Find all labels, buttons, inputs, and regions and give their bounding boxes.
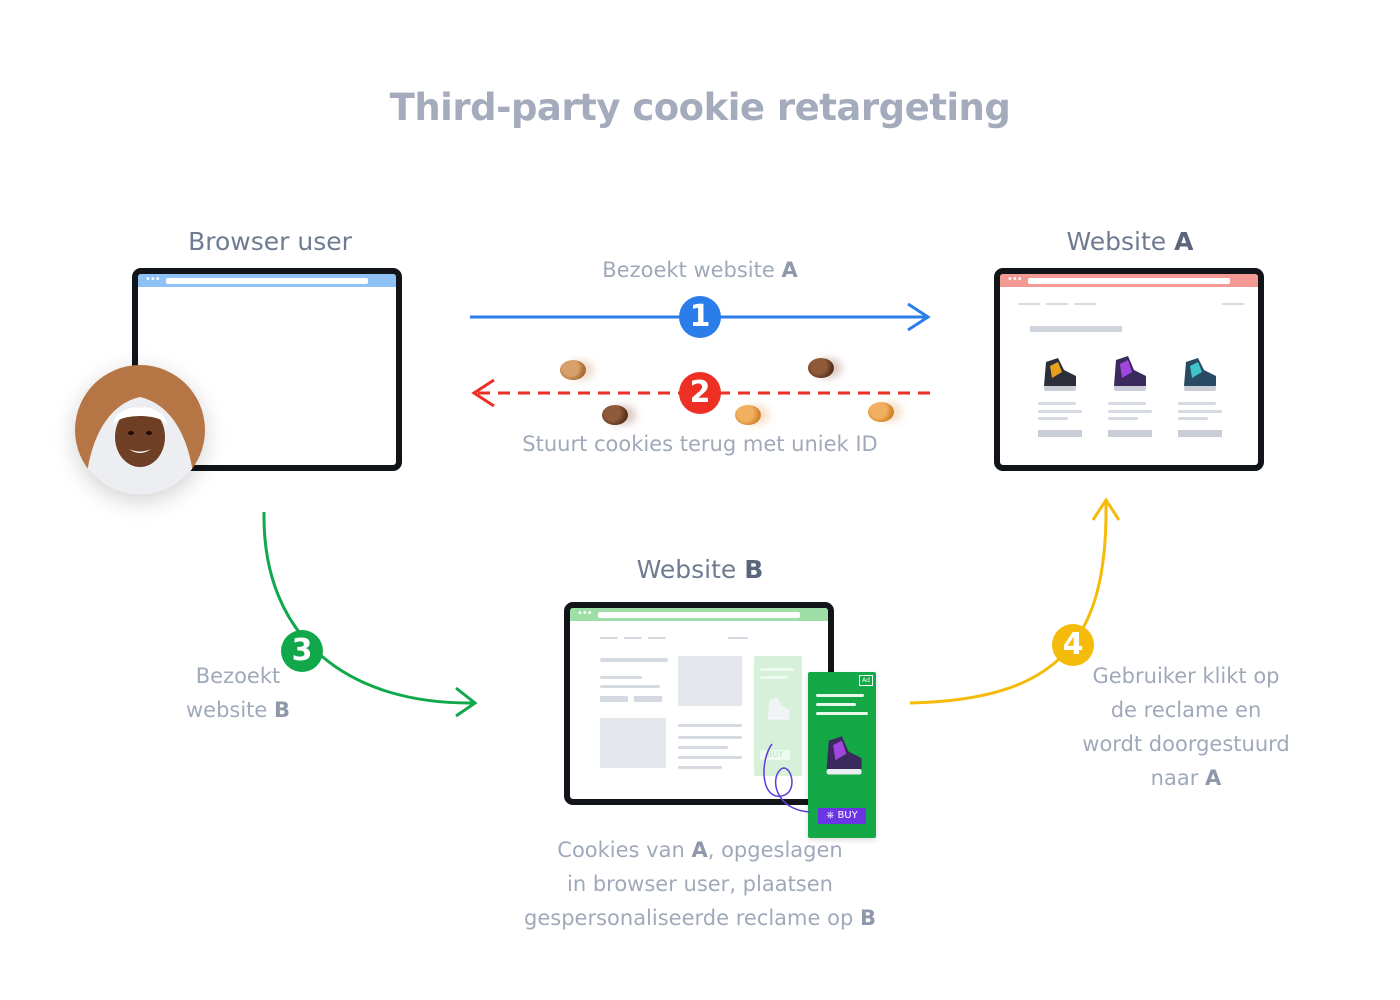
cookie-icon — [868, 402, 894, 422]
diagram-title: Third-party cookie retargeting — [389, 86, 1011, 129]
step-4-text: Gebruiker klikt op de reclame en wordt d… — [1082, 664, 1290, 790]
cookie-icon — [602, 405, 628, 425]
step-3-badge: 3 — [281, 630, 323, 672]
sneaker-icon — [1184, 358, 1216, 391]
browser-user-label: Browser user — [188, 227, 352, 256]
step-1-badge: 1 — [679, 296, 721, 338]
tag-icon: ⎈ — [826, 810, 835, 821]
step-3-text: Bezoekt website B — [185, 664, 291, 722]
step-2-text: Stuurt cookies terug met uniek ID — [522, 432, 878, 456]
sneaker-icon — [1114, 356, 1146, 391]
bottom-caption: Cookies van A, opgeslagen in browser use… — [524, 838, 876, 930]
sneaker-icon — [1044, 358, 1076, 391]
step-2-badge: 2 — [679, 372, 721, 414]
website-b-address-bar: ••• — [570, 608, 828, 621]
ghost-buy-button: BUY — [760, 750, 790, 760]
sneaker-icon — [826, 736, 862, 775]
browser-address-bar: ••• — [138, 274, 396, 287]
product-card-2 — [1108, 356, 1158, 437]
website-b-label: Website B — [636, 555, 764, 584]
click-path — [763, 743, 811, 813]
user-avatar — [75, 365, 205, 495]
product-card-3 — [1178, 356, 1228, 437]
cookie-icon — [735, 405, 761, 425]
buy-label: BUY — [837, 810, 858, 821]
ghost-ad: BUY — [754, 656, 802, 776]
website-a-window: ••• — [994, 268, 1264, 471]
website-a-address-bar: ••• — [1000, 274, 1258, 287]
step-1-text: Bezoekt website A — [602, 258, 798, 282]
retargeting-ad[interactable]: Ad ⎈ BUY — [808, 672, 876, 838]
cookie-icon — [560, 360, 586, 380]
product-card-1 — [1038, 356, 1088, 437]
step-4-badge: 4 — [1052, 624, 1094, 666]
buy-button[interactable]: ⎈ BUY — [818, 808, 866, 824]
cookie-icon — [808, 358, 834, 378]
website-a-label: Website A — [1066, 227, 1194, 256]
ad-badge: Ad — [859, 675, 873, 686]
